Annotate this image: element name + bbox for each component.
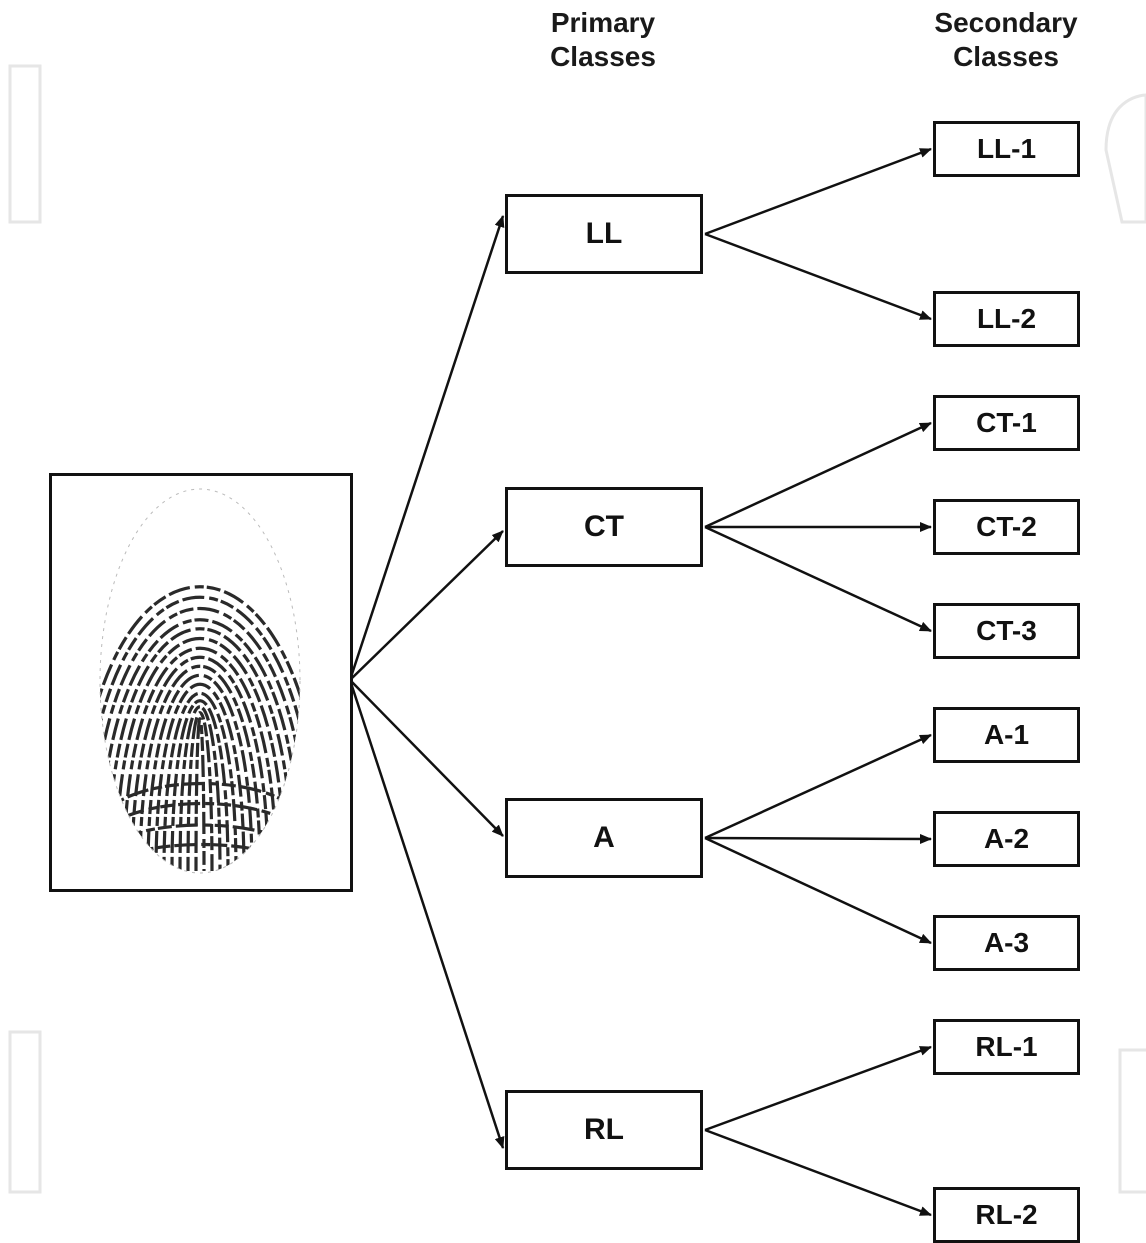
primary-classes-header: Primary Classes — [493, 6, 713, 74]
secondary-header-line2: Classes — [953, 41, 1059, 72]
edge-ct-to-ct-1 — [704, 421, 932, 529]
secondary-class-a-2: A-2 — [933, 811, 1080, 867]
primary-class-label: RL — [584, 1113, 624, 1146]
edge-rl-to-rl-2 — [704, 1128, 932, 1217]
secondary-class-label: LL-1 — [976, 133, 1037, 164]
edge-a-to-a-3 — [704, 836, 932, 945]
edge-origin-to-ll — [348, 215, 505, 681]
secondary-class-a-1: A-1 — [933, 707, 1080, 763]
primary-header-line1: Primary — [550, 7, 656, 38]
primary-class-label: CT — [584, 510, 624, 543]
secondary-class-rl-2: RL-2 — [933, 1187, 1080, 1243]
secondary-class-ll-2: LL-2 — [933, 291, 1080, 347]
secondary-class-ct-3: CT-3 — [933, 603, 1080, 659]
edge-rl-to-rl-1 — [704, 1045, 932, 1132]
secondary-class-label: RL-1 — [975, 1031, 1038, 1062]
primary-class-label: LL — [585, 217, 623, 250]
primary-class-rl: RL — [505, 1090, 703, 1170]
primary-class-label: A — [593, 821, 615, 854]
secondary-class-label: A-3 — [983, 927, 1030, 958]
edge-ct-to-ct-3 — [704, 525, 932, 633]
secondary-header-line1: Secondary — [934, 7, 1078, 38]
secondary-class-label: CT-3 — [976, 615, 1037, 646]
secondary-class-label: A-2 — [983, 823, 1030, 854]
secondary-class-label: A-1 — [983, 719, 1030, 750]
edge-a-to-a-1 — [704, 733, 932, 840]
secondary-class-label: CT-2 — [976, 511, 1037, 542]
edge-a-to-a-2 — [704, 833, 932, 844]
edge-origin-to-ct — [349, 530, 504, 681]
edge-ll-to-ll-2 — [704, 232, 932, 321]
secondary-class-a-3: A-3 — [933, 915, 1080, 971]
secondary-class-ct-2: CT-2 — [933, 499, 1080, 555]
secondary-class-label: RL-2 — [975, 1199, 1038, 1230]
primary-class-a: A — [505, 798, 703, 878]
secondary-classes-header: Secondary Classes — [896, 6, 1116, 74]
edge-origin-to-a — [349, 679, 504, 837]
secondary-class-label: LL-2 — [976, 303, 1037, 334]
fingerprint-icon — [99, 488, 301, 874]
secondary-class-ct-1: CT-1 — [933, 395, 1080, 451]
secondary-class-rl-1: RL-1 — [933, 1019, 1080, 1075]
edge-origin-to-rl — [348, 679, 505, 1149]
edge-ll-to-ll-1 — [704, 147, 932, 236]
primary-class-ll: LL — [505, 194, 703, 274]
primary-header-line2: Classes — [550, 41, 656, 72]
secondary-class-label: CT-1 — [976, 407, 1037, 438]
secondary-class-ll-1: LL-1 — [933, 121, 1080, 177]
primary-class-ct: CT — [505, 487, 703, 567]
fingerprint-image — [49, 473, 353, 892]
